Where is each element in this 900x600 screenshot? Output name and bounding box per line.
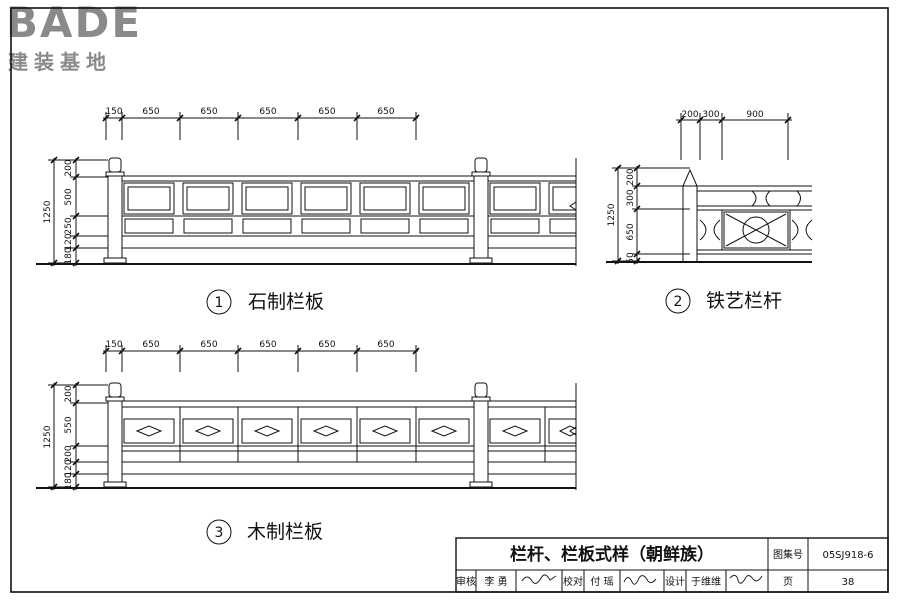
drawing-iron-railing [606,113,813,265]
dim-label: 650 [377,107,394,117]
drawing-2-h-dim-labels: 200 300 900 [681,110,763,120]
dim-label: 200 [626,168,636,185]
dim-label: 200 [64,159,74,176]
h-dimension-line [102,112,420,140]
stone-post-right [469,157,493,264]
dim-label: 650 [142,107,159,117]
dim-label: 200 [64,385,74,402]
dim-label: 300 [702,110,719,120]
reviewer-signature [521,574,557,584]
dim-label: 150 [105,107,122,117]
dim-label: 150 [105,340,122,350]
wood-post-right [469,382,493,488]
dim-label: 200 [64,445,74,462]
v-dimension-line [48,381,108,491]
dim-label: 900 [746,110,763,120]
dim-label: 50 [626,252,636,264]
drawing-1-caption: 1 石制栏板 [206,289,324,315]
break-line [569,158,577,266]
v-dimension-line [612,164,690,265]
drawing-3-h-dim-labels: 150 650 650 650 650 650 [105,340,394,350]
dim-label: 550 [64,416,74,433]
atlas-label: 图集号 [773,548,803,561]
checker-signature [623,575,657,585]
drawing-title: 栏杆、栏板式样（朝鲜族） [510,544,714,565]
stone-post-left [103,157,127,264]
logo-subtitle: 建装基地 [8,50,112,74]
h-dimension-line [676,113,792,160]
dim-label: 500 [64,188,74,205]
dim-label: 200 [681,110,698,120]
dim-label: 650 [200,107,217,117]
page-number: 38 [842,577,855,588]
atlas-number: 05SJ918-6 [822,550,873,561]
drawing-3-caption: 3 木制栏板 [206,519,323,545]
dim-label: 650 [626,223,636,240]
dim-label: 120 [64,459,74,476]
dim-label: 650 [259,340,276,350]
dim-label: 300 [626,189,636,206]
wood-panels [123,418,577,444]
check-label: 校对 [563,575,583,588]
stone-panels [123,182,577,234]
drawing-number-circle [206,519,232,545]
drawing-caption: 石制栏板 [248,291,324,313]
sheet-border [10,7,889,593]
iron-ornaments [699,190,813,250]
drawing-2-caption: 2 铁艺栏杆 [665,288,782,314]
designer-signature [729,574,763,584]
drawing-wooden-balustrade [36,345,577,491]
drawing-stone-balustrade [36,112,577,267]
iron-rails [697,185,812,255]
dim-label: 120 [64,233,74,250]
wood-rails [122,400,576,475]
page-label: 页 [783,576,793,588]
dim-label: 650 [142,340,159,350]
dim-label: 180 [64,247,74,264]
reviewer-name: 李 勇 [484,575,507,588]
drawing-2-v-dim-labels: 1250 200 300 650 50 [607,168,636,264]
signatures [521,574,763,585]
h-dimension-line [102,345,420,372]
drawing-caption: 铁艺栏杆 [706,290,782,312]
review-label: 审核 [456,575,476,588]
dim-label: 1250 [43,200,53,223]
dim-label: 180 [64,472,74,489]
drawing-caption: 木制栏板 [247,521,323,543]
checker-name: 付 瑶 [590,575,613,588]
break-line [569,383,577,490]
dim-label: 650 [318,107,335,117]
drawing-1-v-dim-labels: 1250 200 500 250 120 180 [43,159,74,264]
drawing-1-h-dim-labels: 150 650 650 650 650 650 [105,107,394,117]
dim-label: 1250 [43,425,53,448]
drawing-number-circle [206,289,232,315]
stone-rails [122,175,576,249]
wood-post-left [103,382,127,488]
dim-label: 650 [377,340,394,350]
drawing-number: 1 [215,295,224,311]
drawing-number-circle [665,288,691,314]
drawing-number: 2 [674,294,683,310]
dim-label: 650 [200,340,217,350]
designer-name: 于维维 [691,575,721,588]
design-label: 设计 [665,575,685,588]
title-block [455,537,889,593]
dim-label: 650 [259,107,276,117]
dim-label: 1250 [607,203,617,226]
drawing-3-v-dim-labels: 1250 200 550 200 120 180 [43,385,74,489]
dim-label: 250 [64,217,74,234]
v-dimension-line [48,156,108,267]
iron-post [682,168,698,263]
drawing-number: 3 [215,525,224,541]
dim-label: 650 [318,340,335,350]
